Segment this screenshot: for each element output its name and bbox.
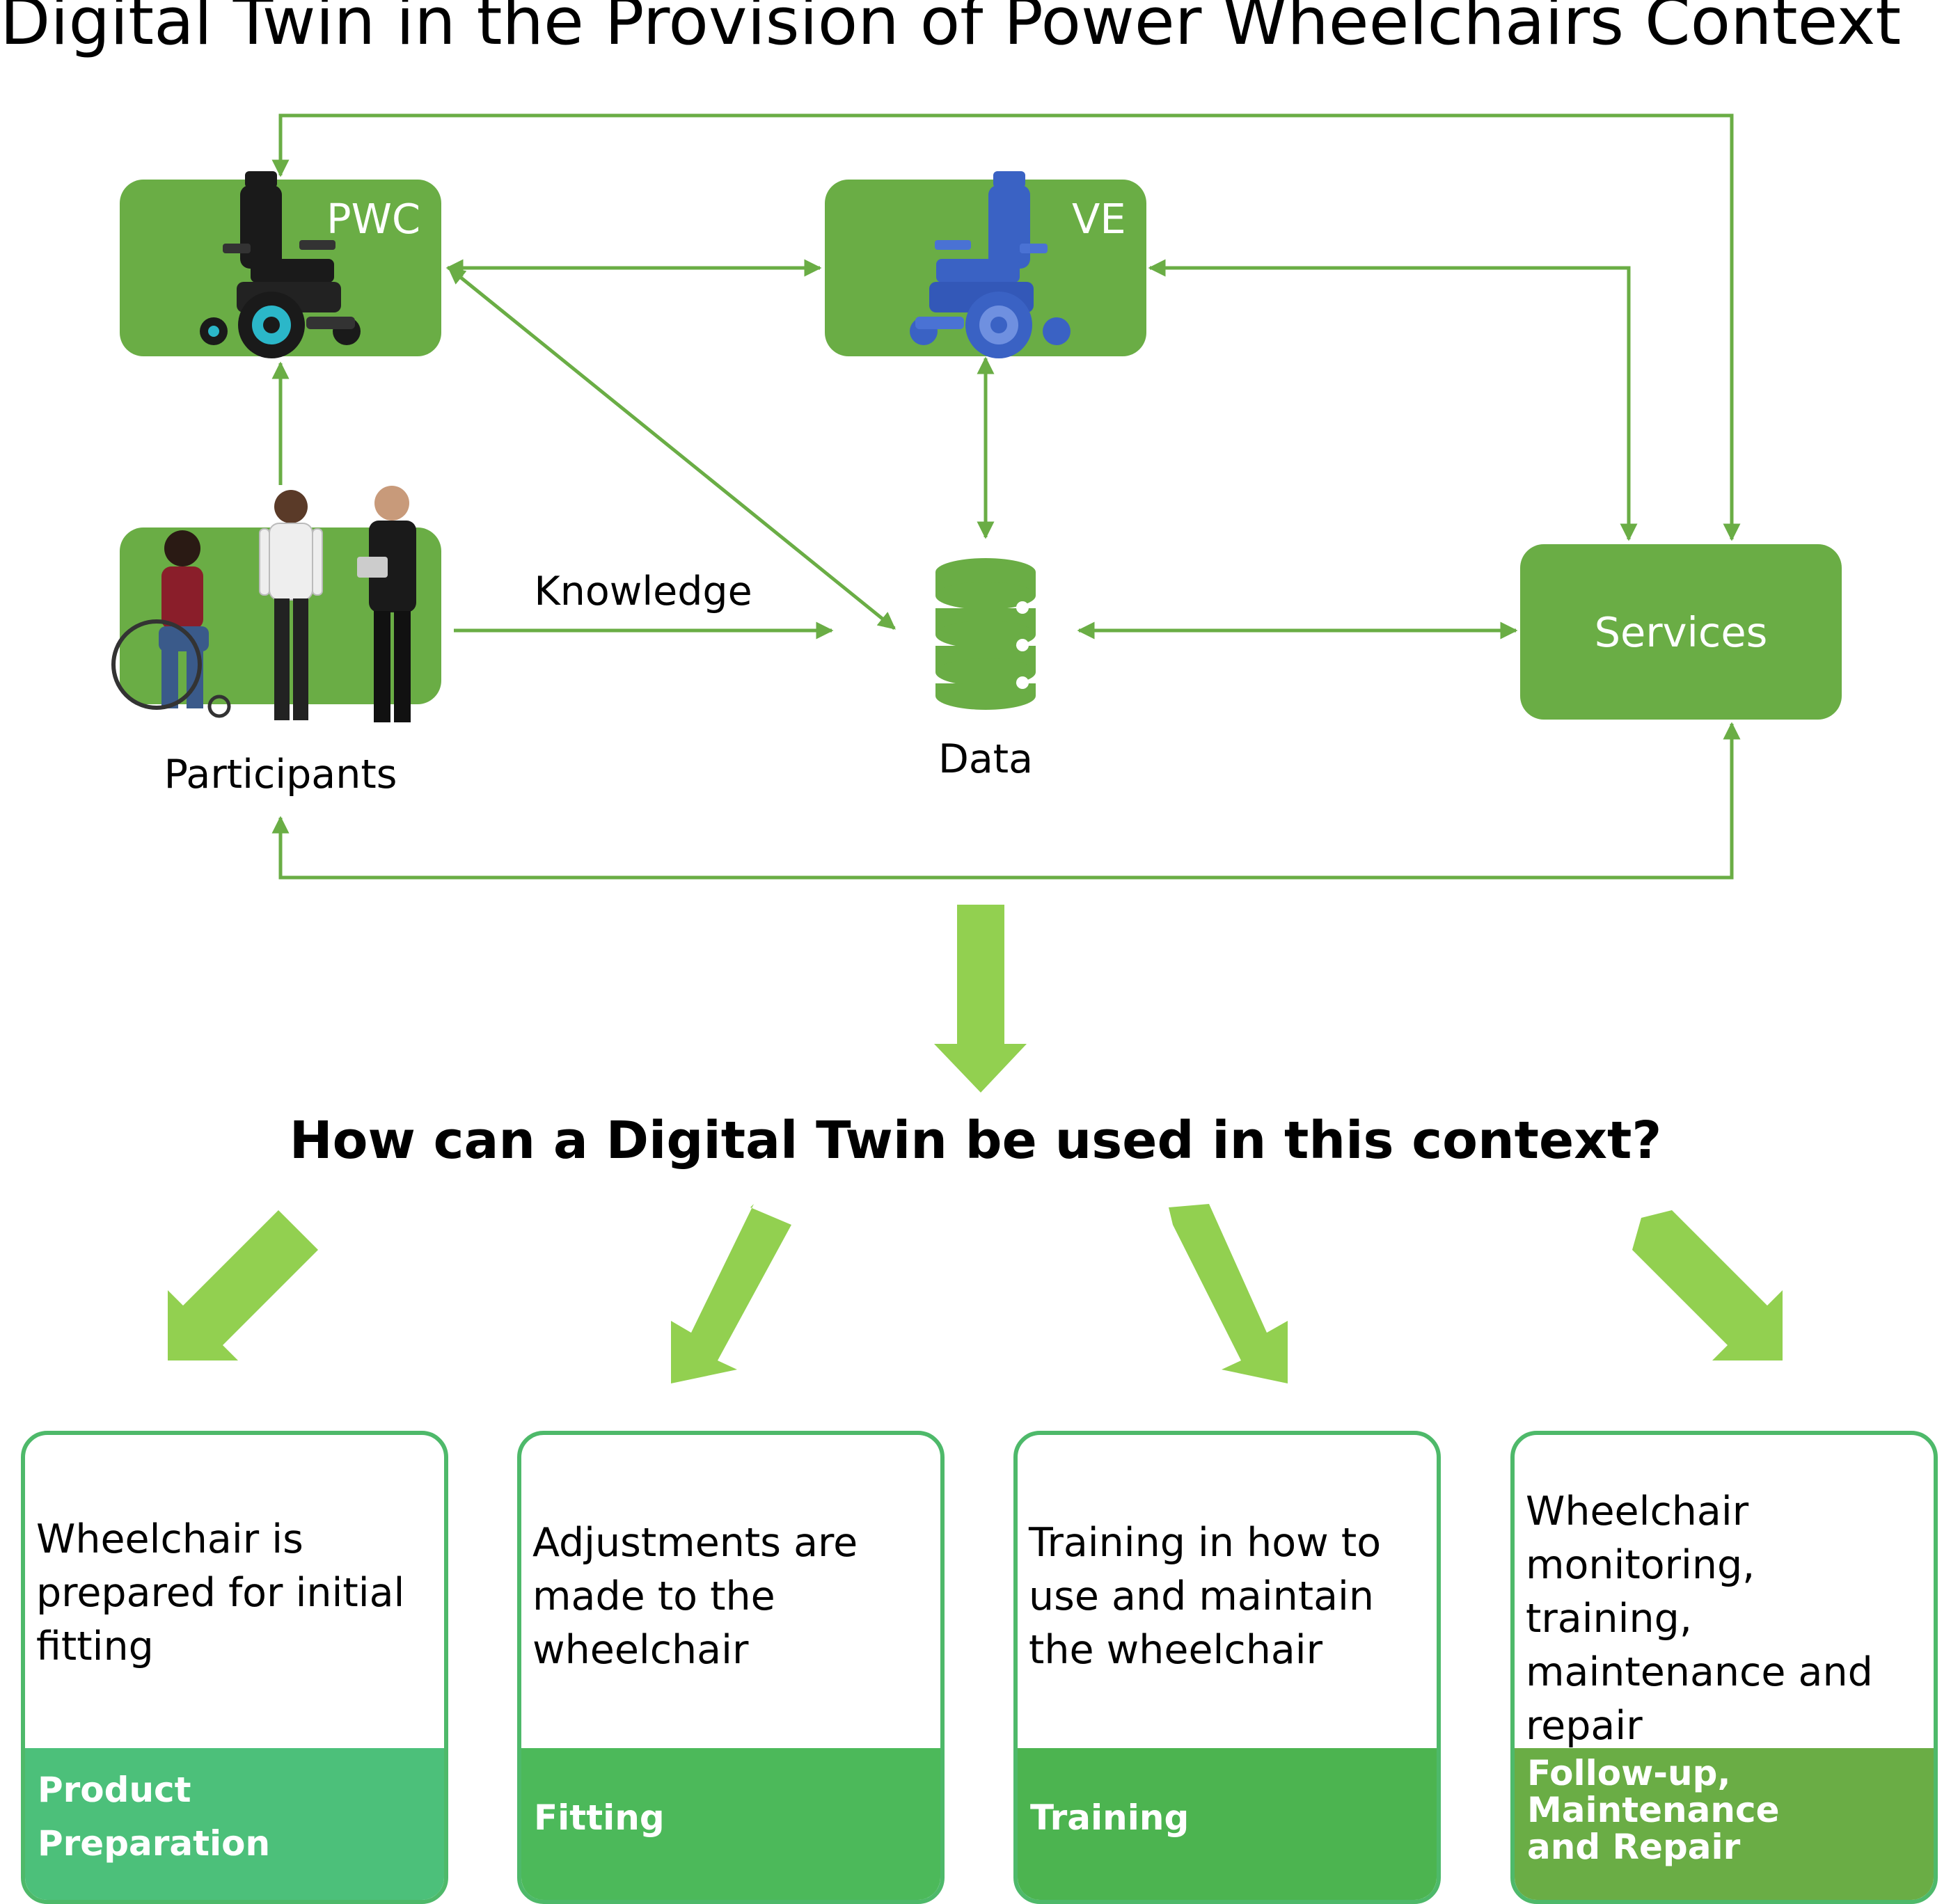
connector-services-ve [1148, 259, 1638, 541]
services-label: Services [1594, 608, 1768, 656]
data-label: Data [938, 736, 1034, 782]
card-description: Wheelchair is prepared for initial fitti… [36, 1516, 405, 1669]
card-training: Training in how to use and maintain the … [1013, 1431, 1441, 1904]
node-participants [120, 527, 441, 704]
down-arrow-icon [934, 905, 1027, 1093]
card-band: Training [1018, 1748, 1437, 1900]
node-ve: VE [825, 180, 1146, 356]
card-heading: Product Preparation [38, 1770, 271, 1864]
card-product-preparation: Wheelchair is prepared for initial fitti… [21, 1431, 448, 1904]
arrow-down-right-2-icon [1632, 1210, 1783, 1360]
connector-top-loop [271, 113, 1741, 541]
pwc-label: PWC [326, 195, 421, 243]
card-follow-up: Wheelchair monitoring, training, mainten… [1510, 1431, 1938, 1904]
card-description: Adjustments are made to the wheelchair [532, 1520, 858, 1673]
card-heading: Training [1030, 1798, 1190, 1838]
knowledge-label: Knowledge [534, 569, 752, 614]
question-heading: How can a Digital Twin be used in this c… [289, 1111, 1662, 1171]
card-fitting: Adjustments are made to the wheelchair F… [517, 1431, 945, 1904]
page-title: Digital Twin in the Provision of Power W… [0, 0, 1902, 60]
participants-label: Participants [164, 752, 397, 798]
card-description: Wheelchair monitoring, training, mainten… [1526, 1489, 1873, 1749]
connector-pwc-data [448, 267, 896, 630]
card-description: Training in how to use and maintain the … [1029, 1520, 1382, 1673]
arrow-down-left-icon [168, 1210, 318, 1360]
node-services: Services [1520, 544, 1842, 720]
card-band: Follow-up, Maintenance and Repair [1515, 1748, 1934, 1900]
arrow-down-left-2-icon [671, 1204, 791, 1383]
node-pwc: PWC [120, 180, 441, 356]
arrow-down-right-icon [1169, 1204, 1288, 1383]
card-band: Product Preparation [25, 1748, 444, 1900]
ve-label: VE [1072, 195, 1126, 243]
card-band: Fitting [521, 1748, 940, 1900]
card-heading: Fitting [534, 1798, 665, 1838]
connector-bottom-loop [271, 722, 1741, 880]
card-heading: Follow-up, Maintenance and Repair [1527, 1753, 1780, 1867]
